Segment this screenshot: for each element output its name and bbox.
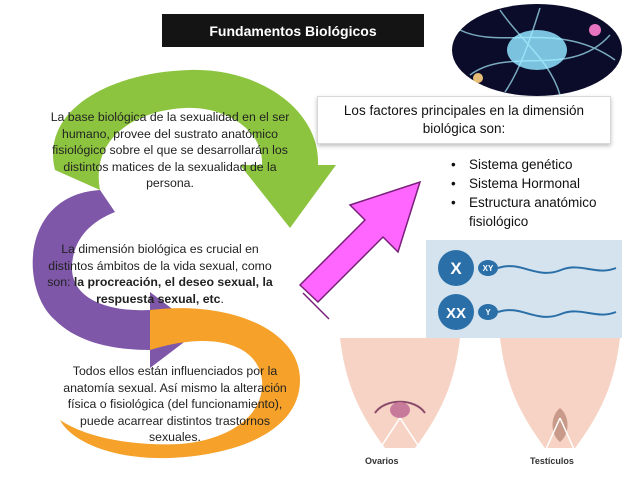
factors-list: Sistema genético Sistema Hormonal Estruc…: [447, 156, 627, 232]
step-2-text: La dimensión biológica es crucial en dis…: [40, 241, 280, 307]
chromo-x: X: [450, 259, 462, 278]
label-testiculos: Testículos: [530, 456, 574, 466]
chromosome-graphic: X XX XY Y: [438, 250, 617, 330]
pink-arrow: [298, 180, 422, 320]
step-2-end: .: [220, 291, 224, 306]
anatomy-graphic: [340, 338, 620, 457]
chromosome-panel: X XX XY Y: [426, 240, 622, 338]
chromo-xx: XX: [446, 305, 466, 322]
label-ovarios: Ovarios: [365, 456, 399, 466]
factors-heading: Los factores principales en la dimensión…: [343, 102, 585, 136]
neuron-image: [452, 4, 622, 96]
orange-arrow: [60, 308, 300, 459]
step-3-text: Todos ellos están influenciados por la a…: [63, 364, 287, 445]
chromo-y: Y: [485, 308, 491, 317]
title-bar: Fundamentos Biológicos: [162, 14, 424, 47]
step-1-text: La base biológica de la sexualidad en el…: [50, 110, 290, 191]
step-2-bold: la procreación, el deseo sexual, la resp…: [73, 275, 273, 306]
factor-item: Sistema Hormonal: [447, 175, 627, 194]
title-text: Fundamentos Biológicos: [209, 22, 377, 39]
green-arrow: [52, 69, 336, 228]
step-2-intro: La dimensión biológica es crucial en dis…: [47, 242, 272, 290]
factor-item: Sistema genético: [447, 156, 627, 175]
anatomy-illustration: [335, 338, 625, 479]
factors-heading-box: Los factores principales en la dimensión…: [317, 96, 611, 144]
factor-item: Estructura anatómico fisiológico: [447, 194, 627, 232]
chromo-xy: XY: [483, 264, 494, 273]
